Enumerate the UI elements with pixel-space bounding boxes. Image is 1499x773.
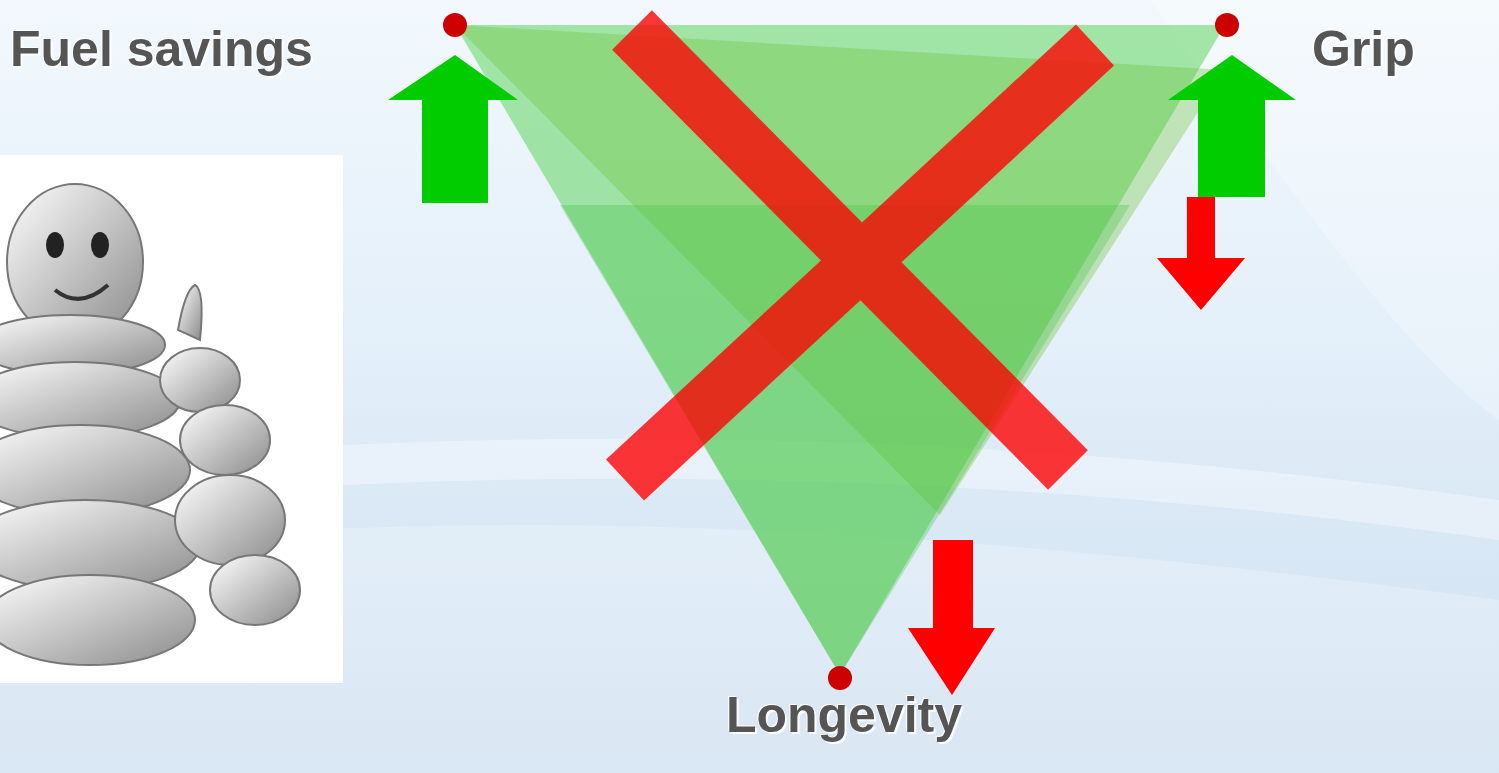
vertex-dot xyxy=(828,666,852,690)
up-arrow xyxy=(1168,55,1296,197)
vertex-label: Fuel savings xyxy=(10,22,313,77)
red-cross xyxy=(625,30,1095,480)
vertex-label: Grip xyxy=(1312,22,1415,77)
mascot-picture xyxy=(0,155,343,683)
vertex-label: Longevity xyxy=(726,688,962,743)
down-arrow xyxy=(1157,197,1245,310)
trade-off-triangle xyxy=(455,25,1225,675)
vertex-dot xyxy=(1215,13,1239,37)
down-arrow xyxy=(908,540,995,695)
up-arrow xyxy=(388,55,518,203)
vertex-dot xyxy=(443,13,467,37)
